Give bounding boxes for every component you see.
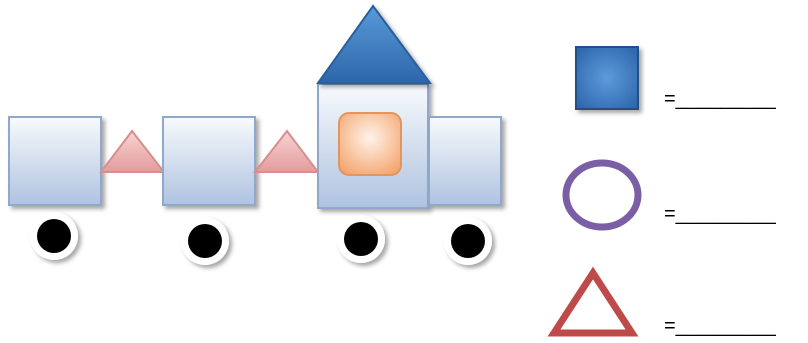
engine-window-square [339, 113, 401, 175]
wheel-hub-3 [344, 222, 378, 256]
triangle-answer-line[interactable]: =_________ [664, 315, 776, 338]
train-front-square [429, 117, 501, 205]
engine-roof-triangle [318, 6, 430, 83]
legend-circle-icon [566, 163, 638, 227]
legend-triangle-icon [554, 273, 632, 333]
connector-triangle-2 [255, 131, 318, 172]
square-answer-line[interactable]: =_________ [664, 88, 776, 111]
train-car-square-1 [9, 117, 101, 205]
train-car-square-2 [163, 117, 255, 205]
wheel-hub-2 [188, 224, 222, 258]
wheel-hub-1 [37, 219, 71, 253]
wheel-hub-4 [451, 224, 485, 258]
connector-triangle-1 [101, 131, 164, 172]
wheels [30, 212, 492, 265]
circle-answer-line[interactable]: =_________ [664, 203, 776, 226]
legend-square-icon [576, 47, 638, 109]
